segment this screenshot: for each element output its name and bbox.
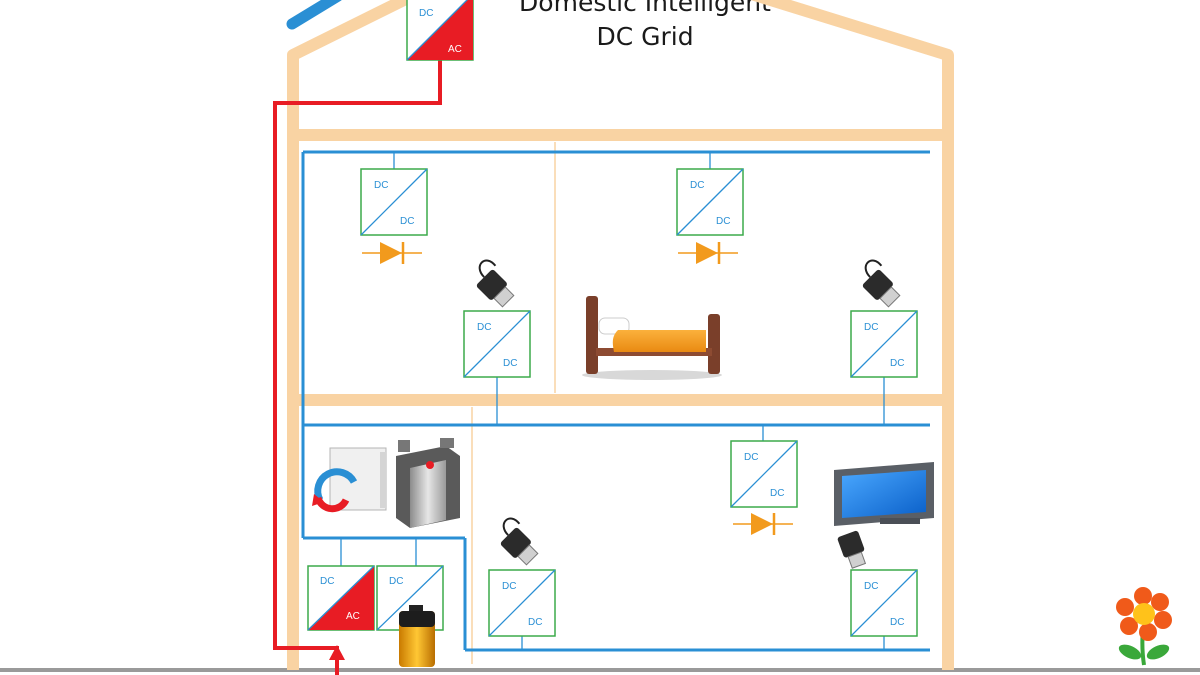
usb-plug-icon bbox=[500, 517, 539, 566]
converter-label-dc: DC bbox=[320, 576, 334, 587]
converter-label-dc: DC bbox=[400, 216, 414, 227]
converter-label-dc: DC bbox=[890, 617, 904, 628]
converter-label-dc: DC bbox=[374, 180, 388, 191]
led-icon bbox=[362, 242, 422, 264]
dc-dc-converter-led-upper-left: DC DC bbox=[360, 168, 428, 236]
title-line-1: Domestic Intelligent bbox=[519, 0, 771, 17]
solar-panel-icon bbox=[286, 0, 342, 30]
converter-label-dc: DC bbox=[744, 452, 758, 463]
dc-dc-converter-usb-upper-right: DC DC bbox=[850, 310, 918, 378]
heat-pump-icon bbox=[312, 447, 387, 513]
usb-plug-icon bbox=[476, 259, 515, 308]
dc-dc-converter-led-lower: DC DC bbox=[730, 440, 798, 508]
house-frame bbox=[287, 0, 954, 670]
converter-label-dc: DC bbox=[770, 488, 784, 499]
converter-label-dc: DC bbox=[503, 358, 517, 369]
ventilation-unit-icon bbox=[396, 438, 460, 528]
converter-label-dc: DC bbox=[864, 322, 878, 333]
dc-ac-converter-heat-pump: DC AC bbox=[307, 565, 375, 631]
flower-icon bbox=[1116, 587, 1172, 666]
converter-label-dc: DC bbox=[716, 216, 730, 227]
usb-plug-icon bbox=[837, 530, 867, 569]
converter-label-dc: DC bbox=[864, 581, 878, 592]
title-line-2: DC Grid bbox=[596, 22, 694, 51]
dc-bus bbox=[301, 150, 930, 652]
dc-dc-converter-usb-upper-left: DC DC bbox=[463, 310, 531, 378]
led-icon bbox=[678, 242, 738, 264]
converter-label-dc: DC bbox=[502, 581, 516, 592]
dc-dc-converter-led-upper-right: DC DC bbox=[676, 168, 744, 236]
converter-label-dc: DC bbox=[419, 8, 433, 19]
led-icon bbox=[733, 513, 793, 535]
usb-plug-icon bbox=[862, 259, 901, 308]
dc-dc-converter-usb-lower-left: DC DC bbox=[488, 569, 556, 637]
converter-label-ac: AC bbox=[448, 44, 462, 55]
converter-label-dc: DC bbox=[477, 322, 491, 333]
converter-label-dc: DC bbox=[890, 358, 904, 369]
bed-icon bbox=[582, 296, 722, 380]
converter-label-dc: DC bbox=[690, 180, 704, 191]
tv-icon bbox=[834, 462, 934, 526]
converter-label-dc: DC bbox=[528, 617, 542, 628]
dc-bus-drops bbox=[340, 152, 885, 650]
dc-ac-converter-solar: DC AC bbox=[406, 0, 474, 61]
diagram-title: Domestic Intelligent DC Grid bbox=[480, 0, 810, 54]
converter-label-dc: DC bbox=[389, 576, 403, 587]
battery-icon bbox=[399, 605, 435, 667]
converter-label-ac: AC bbox=[346, 611, 360, 622]
dc-dc-converter-usb-lower-right: DC DC bbox=[850, 569, 918, 637]
ac-line bbox=[273, 58, 442, 675]
